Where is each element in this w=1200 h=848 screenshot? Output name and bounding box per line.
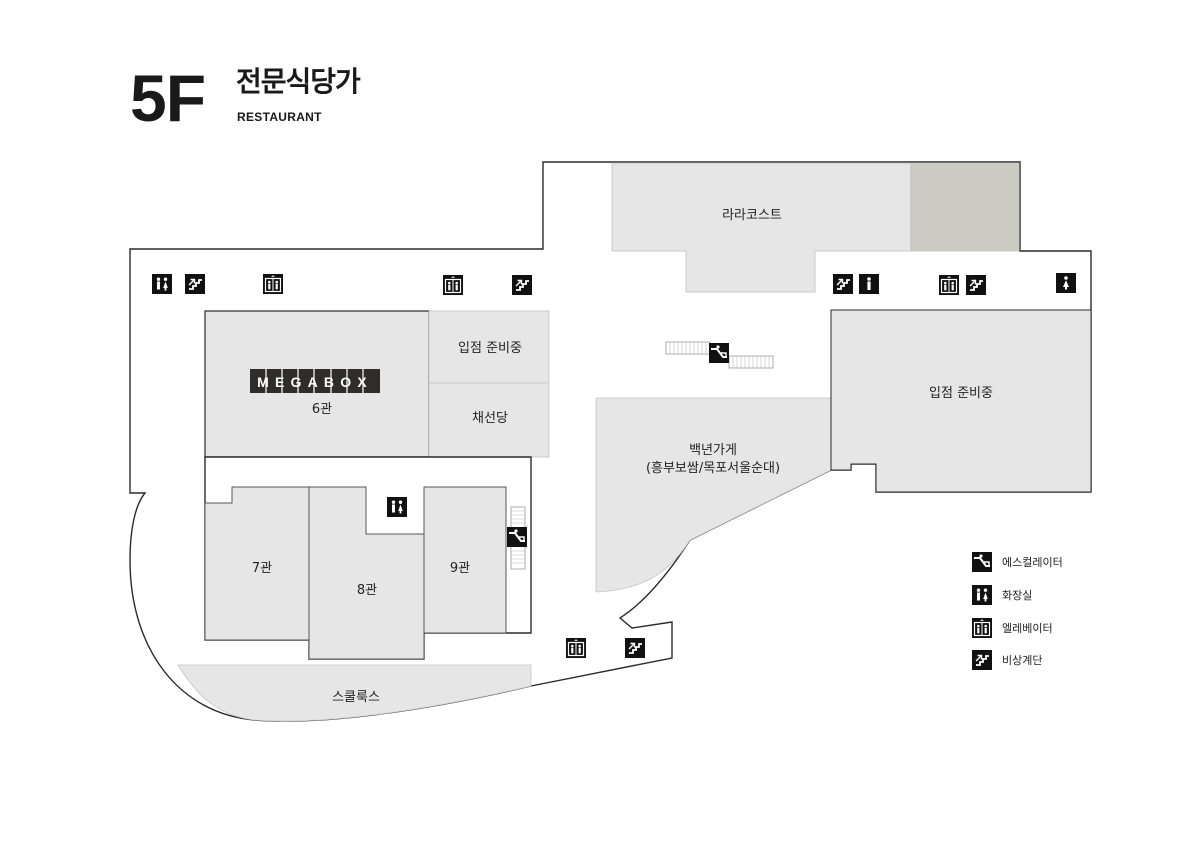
restroom-icon[interactable] [152,274,172,294]
floor-title: 전문식당가 [236,65,361,98]
label-baeknyeon-1: 백년가게 [689,443,737,458]
legend-restroom-label: 화장실 [1002,589,1032,602]
elevator-icon[interactable] [938,274,960,296]
womens-restroom-icon[interactable] [1056,273,1076,293]
stairs-icon[interactable] [184,273,206,295]
legend: 에스컬레이터 화장실 엘레베이터 비상계단 [971,551,1063,671]
legend-stairs-label: 비상계단 [1002,654,1042,667]
label-scrooks: 스쿨룩스 [332,690,380,705]
label-entry-prep-right: 입점 준비중 [929,386,993,401]
megabox-logo: MEGABOX [250,369,380,393]
elevator-icon[interactable] [565,637,587,659]
stairs-icon[interactable] [511,274,533,296]
stairs-icon[interactable] [832,273,854,295]
escalator-icon [506,526,528,548]
label-entry-prep-left: 입점 준비중 [458,341,522,356]
label-hall8: 8관 [357,583,377,598]
escalator-center[interactable] [665,341,774,369]
legend-escalator-label: 에스컬레이터 [1002,556,1063,569]
label-hall9: 9관 [450,561,470,576]
store-chaeseondang[interactable] [428,382,550,458]
legend-restroom-icon [972,585,992,605]
stairs-icon[interactable] [624,637,646,659]
stairs-icon[interactable] [965,274,987,296]
label-larakost: 라라코스트 [722,208,782,223]
restroom-icon[interactable] [387,497,407,517]
elevator-icon[interactable] [442,274,464,296]
label-hall6: 6관 [312,402,332,417]
mens-restroom-icon[interactable] [859,274,879,294]
escalator-left[interactable] [506,506,528,570]
label-hall7: 7관 [252,561,272,576]
store-entry-prep-right[interactable] [830,309,1092,493]
store-dark-block [910,163,1019,251]
store-hall9[interactable] [423,486,507,634]
legend-escalator-icon [971,551,993,573]
floor-subtitle: RESTAURANT [237,110,322,124]
store-entry-prep-left[interactable] [428,310,550,384]
escalator-icon [708,342,730,364]
megabox-logo-text: MEGABOX [257,374,373,390]
label-baeknyeon-2: (흥부보쌈/목포서울순대) [646,461,780,476]
store-scrooks[interactable] [177,664,532,722]
legend-elevator-icon [971,617,993,639]
label-chaeseondang: 채선당 [472,411,508,426]
legend-stairs-icon [971,649,993,671]
legend-elevator-label: 엘레베이터 [1002,622,1053,635]
floor-number: 5F [130,61,206,135]
store-baeknyeon[interactable] [595,397,832,593]
elevator-icon[interactable] [262,273,284,295]
